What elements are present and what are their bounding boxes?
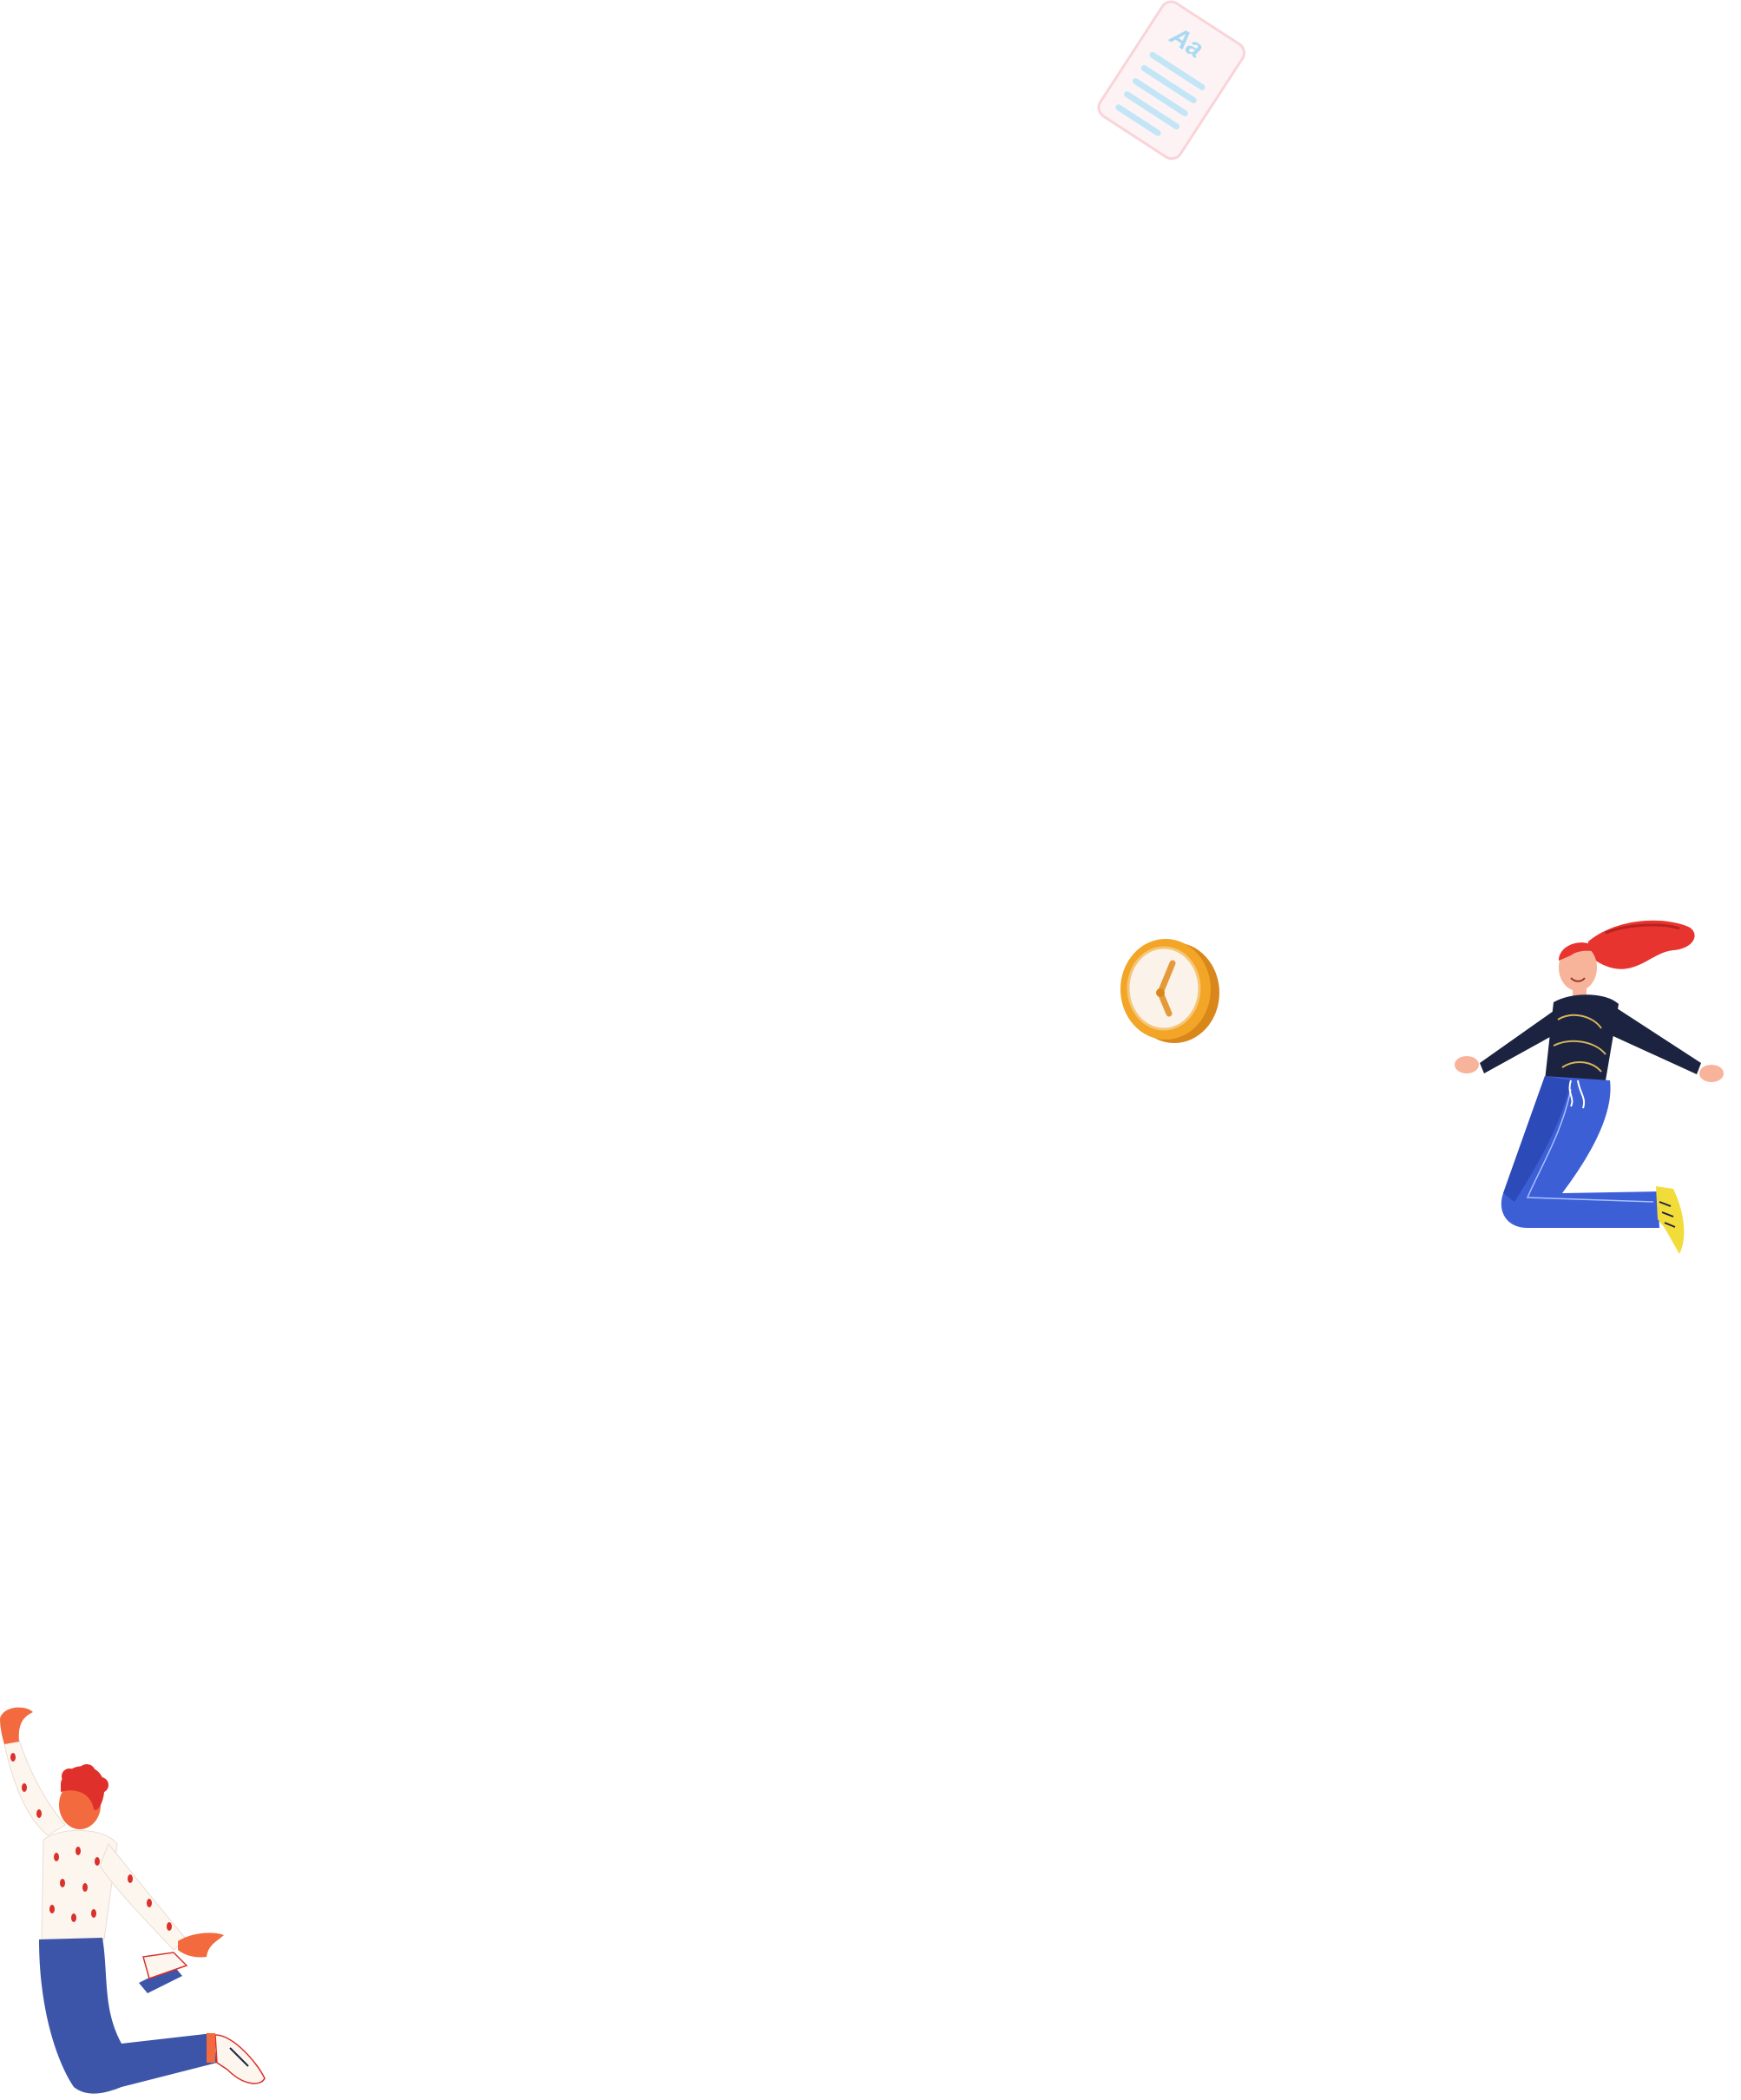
jumping-man-illustration [0,1707,266,2094]
document-icon: Aa [1097,0,1245,161]
clock-icon [1120,939,1219,1043]
floating-woman-illustration [1455,920,1724,1254]
